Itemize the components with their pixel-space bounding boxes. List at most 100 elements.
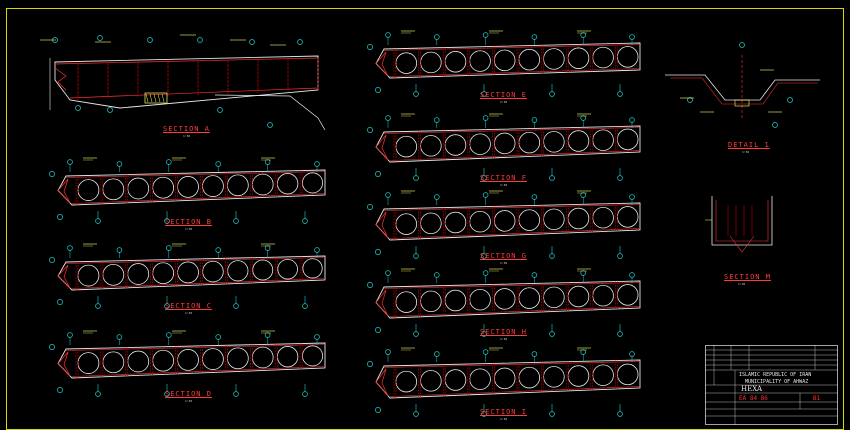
void-circle	[226, 174, 249, 197]
void-circle	[420, 135, 442, 157]
deck-bottom-line	[71, 366, 326, 377]
void-circle	[202, 348, 224, 370]
void-circle	[77, 264, 100, 287]
grid-marker	[116, 247, 123, 253]
detail-1-drawing	[665, 42, 820, 128]
void-circle	[277, 346, 299, 368]
grid-marker	[739, 42, 745, 48]
grid-marker	[617, 175, 623, 181]
section-c-drawing	[49, 243, 326, 309]
grid-marker	[95, 391, 101, 397]
grid-marker	[367, 44, 373, 50]
void-circle	[592, 284, 614, 307]
void-circle	[543, 131, 565, 153]
void-circle	[616, 363, 639, 386]
grid-marker	[116, 161, 123, 167]
grid-marker	[375, 171, 381, 177]
deck-top-line	[65, 344, 326, 351]
void-circle	[277, 258, 298, 280]
section-m-key	[729, 235, 755, 253]
void-circle	[227, 260, 249, 282]
grid-marker	[580, 349, 586, 355]
grid-marker	[549, 91, 555, 97]
void-circle	[444, 289, 467, 312]
grid-marker	[264, 332, 271, 338]
void-circle	[77, 179, 100, 201]
void-circle	[444, 51, 467, 73]
deck-cantilever	[375, 134, 389, 161]
deck-cantilever	[57, 351, 71, 377]
section-label-h: SECTION H	[480, 328, 527, 336]
deck-outline	[375, 42, 641, 79]
void-circle	[251, 173, 274, 196]
scale-note: 1:50	[183, 134, 191, 138]
grid-marker	[166, 332, 172, 338]
deck-outline	[375, 125, 641, 163]
grid-marker	[67, 159, 73, 165]
section-label-g: SECTION G	[480, 252, 527, 260]
grid-marker	[629, 272, 635, 278]
void-circle	[469, 368, 491, 390]
grid-marker	[267, 122, 273, 128]
grid-marker	[367, 204, 373, 210]
void-circle	[469, 133, 491, 155]
section-label-a: SECTION A	[163, 125, 210, 133]
grid-marker	[629, 117, 635, 123]
grid-marker	[385, 270, 391, 276]
section-label-b: SECTION B	[165, 218, 212, 226]
void-circle	[226, 347, 249, 370]
void-circle	[127, 350, 150, 373]
void-circle	[277, 173, 299, 195]
grid-marker	[580, 192, 586, 198]
section-label-i: SECTION I	[480, 408, 527, 416]
grid-marker	[217, 107, 223, 113]
grid-marker	[413, 91, 419, 97]
void-circle	[469, 288, 491, 311]
void-circle	[493, 288, 516, 310]
grid-marker	[617, 253, 623, 259]
void-circle	[469, 210, 491, 233]
void-circle	[202, 175, 224, 197]
deck-top-line	[383, 127, 641, 134]
grid-marker	[367, 127, 373, 133]
section-m-drawing	[705, 196, 773, 253]
deck-cantilever	[375, 289, 389, 317]
void-circle	[102, 351, 125, 374]
scale-note: 1:50	[500, 337, 508, 341]
bearing-hatch	[153, 93, 157, 103]
title-drawing-number: EA 84 86	[739, 395, 768, 402]
grid-marker	[629, 351, 635, 357]
ground-line	[214, 94, 326, 131]
grid-marker	[302, 218, 308, 224]
grid-marker	[166, 159, 172, 165]
void-circle	[493, 210, 516, 232]
detail-inner	[670, 77, 818, 105]
void-circle	[127, 263, 150, 285]
title-block-grid	[705, 345, 838, 425]
deck-outline	[57, 342, 326, 379]
void-circle	[444, 211, 467, 234]
grid-marker	[531, 117, 538, 123]
grid-marker	[531, 34, 538, 40]
title-block: ISLAMIC REPUBLIC OF IRAN MUNICIPALITY OF…	[705, 345, 838, 425]
grid-marker	[75, 105, 81, 111]
grid-marker	[164, 391, 170, 397]
grid-marker	[49, 257, 55, 263]
grid-marker	[434, 117, 440, 123]
grid-marker	[57, 299, 63, 305]
bearing	[144, 92, 168, 104]
void-circle	[252, 259, 274, 281]
scale-note: 1:50	[185, 227, 193, 231]
grid-marker	[531, 351, 538, 357]
grid-marker	[67, 332, 73, 338]
void-circle	[518, 209, 541, 231]
grid-marker	[434, 272, 440, 278]
void-circle	[127, 177, 150, 200]
section-d-drawing	[49, 330, 326, 397]
section-i-drawing	[367, 347, 641, 417]
section-e-drawing	[367, 30, 641, 97]
grid-marker	[166, 245, 172, 251]
grid-marker	[375, 407, 381, 413]
section-b-drawing	[49, 157, 326, 224]
void-circle	[395, 291, 418, 313]
